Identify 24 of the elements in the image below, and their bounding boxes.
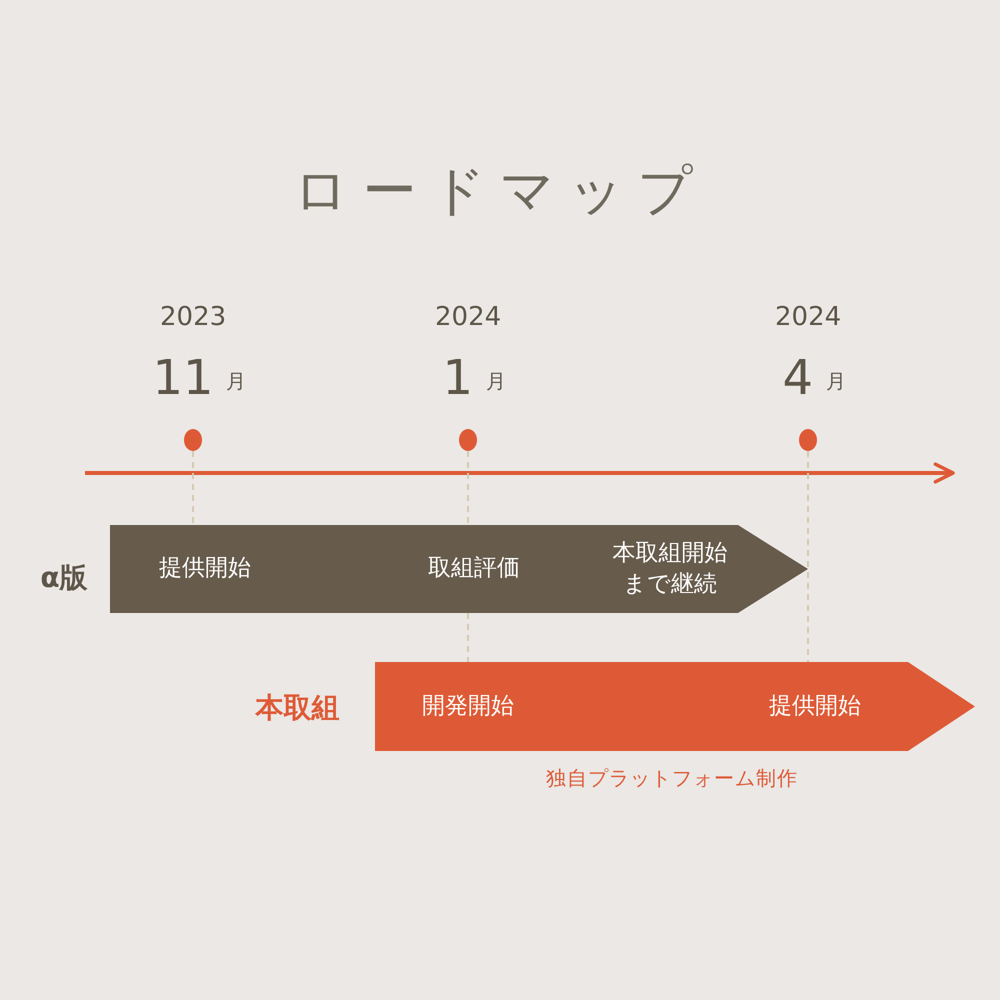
bar-text: 本取組開始まで継続 bbox=[612, 538, 728, 599]
month-unit: 月 bbox=[826, 368, 846, 394]
month-unit: 月 bbox=[486, 368, 506, 394]
dashed-connector bbox=[467, 451, 469, 525]
month-unit: 月 bbox=[226, 368, 246, 394]
month-number: 11 bbox=[152, 350, 214, 406]
dashed-connector bbox=[467, 613, 469, 662]
row-label: 本取組 bbox=[254, 690, 340, 726]
milestone-dot bbox=[184, 429, 202, 451]
month-number: 1 bbox=[442, 350, 474, 406]
dashed-connector bbox=[192, 451, 194, 525]
bar-text: 取組評価 bbox=[427, 554, 521, 584]
milestone-dot bbox=[459, 429, 477, 451]
milestone-dot bbox=[799, 429, 817, 451]
bar-text: 提供開始 bbox=[158, 554, 252, 584]
bar-text: 提供開始 bbox=[768, 692, 862, 721]
year-label: 2023 bbox=[160, 301, 226, 334]
month-number: 4 bbox=[782, 350, 814, 406]
title: ロードマップ bbox=[292, 158, 708, 224]
year-label: 2024 bbox=[435, 301, 502, 334]
note-text: 独自プラットフォーム制作 bbox=[545, 765, 799, 792]
bar-text: 開発開始 bbox=[421, 692, 515, 721]
row-label: α版 bbox=[39, 560, 89, 596]
year-label: 2024 bbox=[775, 301, 842, 334]
